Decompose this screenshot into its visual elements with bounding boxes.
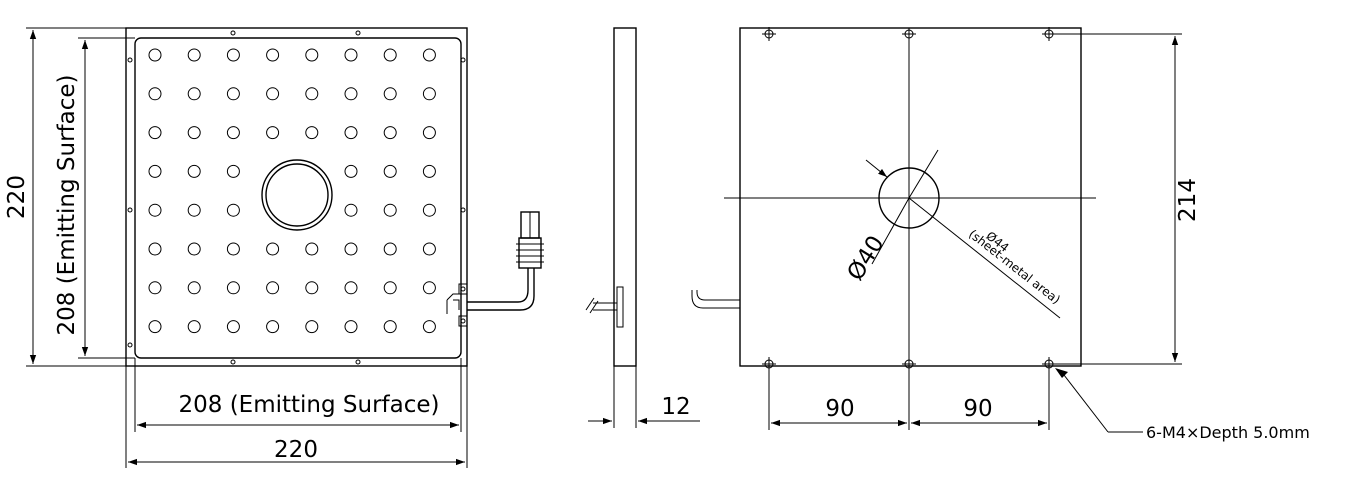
led-dot [422, 203, 436, 217]
led-dot [226, 126, 240, 140]
led-dot [383, 48, 397, 62]
led-dot [383, 164, 397, 178]
sheet-metal-note: (sheet-metal area) [966, 227, 1063, 307]
led-dot [383, 87, 397, 101]
led-dot [305, 87, 319, 101]
side-view: 12 [585, 27, 700, 428]
led-dot [266, 242, 280, 256]
led-dot [187, 87, 201, 101]
emit-width-dim: 208 (Emitting Surface) [178, 392, 439, 418]
led-dot [422, 48, 436, 62]
emitting-surface [134, 37, 462, 359]
led-dot [266, 320, 280, 334]
led-dot [148, 242, 162, 256]
led-dot [383, 281, 397, 295]
led-dot [422, 281, 436, 295]
led-dot [383, 320, 397, 334]
led-dot [226, 203, 240, 217]
led-dot [148, 87, 162, 101]
left-spacing-dim: 90 [825, 396, 854, 422]
front-view: 208 (Emitting Surface) 220 208 (Emitting… [4, 27, 544, 468]
led-dot [344, 164, 358, 178]
led-dot [187, 320, 201, 334]
led-dot [187, 203, 201, 217]
led-dot [187, 242, 201, 256]
led-dot [422, 320, 436, 334]
panel-width-dim: 220 [274, 437, 318, 463]
led-dot [305, 281, 319, 295]
led-dot [266, 126, 280, 140]
led-dot [226, 164, 240, 178]
center-aperture-outer [261, 159, 333, 231]
led-dot [148, 203, 162, 217]
led-dot [422, 242, 436, 256]
led-dot [422, 126, 436, 140]
side-profile [613, 27, 637, 367]
panel-height-dim: 220 [4, 175, 30, 219]
led-dot [305, 242, 319, 256]
rear-center-hole [878, 167, 940, 229]
mount-hole-callout: 6-M4×Depth 5.0mm [1146, 423, 1310, 442]
led-dot [187, 281, 201, 295]
led-dot [226, 281, 240, 295]
led-dot [226, 87, 240, 101]
panel-outline [125, 27, 468, 367]
led-dot [187, 164, 201, 178]
led-dot [226, 48, 240, 62]
led-dot [344, 48, 358, 62]
led-dot [305, 126, 319, 140]
led-dot [266, 48, 280, 62]
led-dot [422, 164, 436, 178]
led-dot [344, 126, 358, 140]
led-dot [344, 87, 358, 101]
led-dot [148, 126, 162, 140]
led-dot [187, 126, 201, 140]
led-dot [383, 203, 397, 217]
led-dot [226, 242, 240, 256]
rear-view: Ø40 Ø44 (sheet-metal area) 90 90 214 6-M… [691, 27, 1310, 442]
led-dot [187, 48, 201, 62]
led-dot [344, 281, 358, 295]
led-dot [344, 242, 358, 256]
rear-panel [739, 27, 1082, 367]
led-dot [226, 320, 240, 334]
cable-connector [446, 211, 544, 327]
thickness-dim: 12 [661, 394, 690, 420]
frame-screws [127, 30, 466, 365]
led-dot [344, 320, 358, 334]
led-dot [148, 48, 162, 62]
right-spacing-dim: 90 [963, 396, 992, 422]
led-grid [148, 48, 436, 334]
led-dot [344, 203, 358, 217]
led-dot [266, 87, 280, 101]
emit-height-dim: 208 (Emitting Surface) [54, 74, 80, 335]
led-dot [422, 87, 436, 101]
center-aperture-inner [265, 163, 329, 227]
led-dot [383, 242, 397, 256]
led-dot [266, 281, 280, 295]
led-dot [305, 320, 319, 334]
hole-spacing-dim: 214 [1175, 178, 1201, 222]
led-dot [148, 281, 162, 295]
led-dot [305, 48, 319, 62]
led-dot [383, 126, 397, 140]
hole-dia-dim: Ø40 [842, 231, 889, 285]
led-dot [148, 320, 162, 334]
led-dot [148, 164, 162, 178]
